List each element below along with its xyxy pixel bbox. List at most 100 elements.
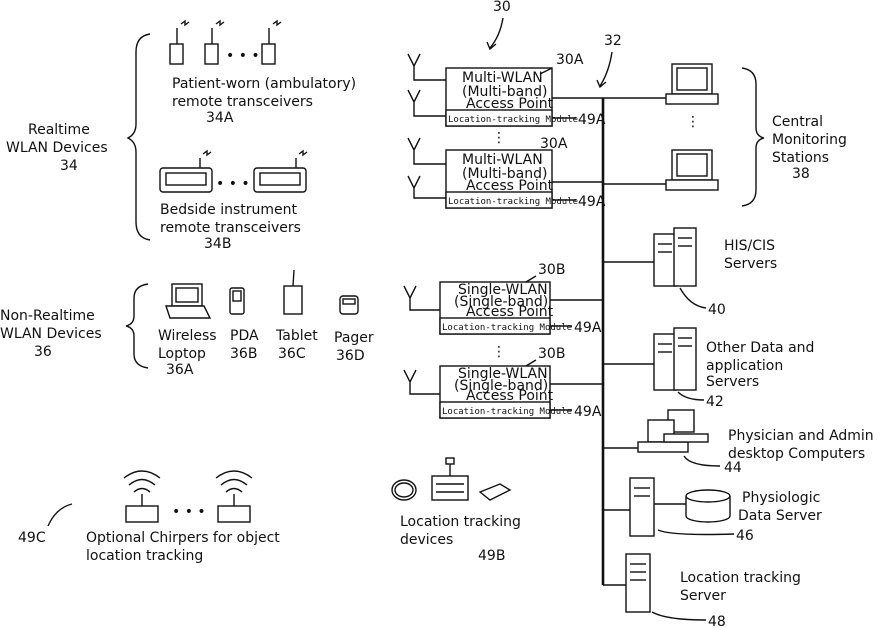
- cms-brace: [742, 68, 764, 206]
- nonrt-label-2: WLAN Devices: [0, 326, 102, 342]
- bedside-label-2: remote transceivers: [160, 220, 301, 236]
- chirper-label-1: Optional Chirpers for object: [86, 530, 280, 546]
- lts-ref-leader: [652, 612, 706, 620]
- chirper-right: [216, 471, 252, 522]
- access-point-single-2: Single-WLAN (Single-band) Access Point L…: [404, 366, 572, 418]
- ellipsis: • • •: [216, 176, 250, 192]
- lts-label-2: Server: [680, 588, 726, 604]
- ellipsis: • • •: [226, 48, 260, 64]
- ref-32-leader: [600, 52, 612, 86]
- nonrt-ref: 36: [34, 344, 52, 360]
- phys-ref-leader: [684, 456, 720, 466]
- other-label-2: application: [706, 358, 783, 374]
- module-ref: 49A: [574, 320, 602, 336]
- location-tracking-module: Location-tracking Module: [448, 115, 578, 125]
- ap-title-3: Access Point: [466, 178, 554, 194]
- realtime-ref: 34: [60, 158, 78, 174]
- location-tracking-module: Location-tracking Module: [448, 197, 578, 207]
- ref-30-leader: [490, 18, 503, 48]
- loc-dev-label-1: Location tracking: [400, 514, 521, 530]
- his-ref: 40: [708, 302, 726, 318]
- bedside-ref: 34B: [204, 236, 231, 252]
- ap-title-3: Access Point: [466, 96, 554, 112]
- loc-dev-label-2: devices: [400, 532, 453, 548]
- ap-ref-30a: 30A: [556, 52, 584, 68]
- nonrt-brace: [126, 284, 148, 368]
- desktop-computers-icon: [638, 410, 708, 452]
- module-ref: 49A: [574, 404, 602, 420]
- location-tracking-module: Location-tracking Module: [442, 323, 572, 333]
- location-tracking-module: Location-tracking Module: [442, 407, 572, 417]
- module-ref: 49A: [578, 194, 606, 210]
- his-ref-leader: [680, 288, 706, 308]
- nonrt-label-1: Non-Realtime: [0, 308, 95, 324]
- tablet-icon: [284, 270, 302, 314]
- lts-label-1: Location tracking: [680, 570, 801, 586]
- transceiver-icon: [262, 44, 275, 64]
- pda-label: PDA: [230, 328, 259, 344]
- transceiver-icon: [205, 44, 218, 64]
- other-label-3: Servers: [706, 374, 759, 390]
- his-server-icon: [654, 228, 696, 286]
- physio-label-1: Physiologic: [742, 490, 820, 506]
- phys-label-2: desktop Computers: [728, 446, 865, 462]
- bedside-transceivers: • • •: [160, 151, 307, 192]
- other-ref: 42: [706, 394, 724, 410]
- realtime-label-2: WLAN Devices: [6, 140, 108, 156]
- ref-30: 30: [493, 0, 511, 15]
- phys-label-1: Physician and Admin: [728, 428, 874, 444]
- patient-label-2: remote transceivers: [172, 94, 313, 110]
- realtime-label-1: Realtime: [28, 122, 90, 138]
- bedside-label-1: Bedside instrument: [160, 202, 298, 218]
- cms-label-1: Central: [772, 114, 823, 130]
- location-server-icon: [626, 554, 650, 612]
- his-label-1: HIS/CIS: [724, 238, 775, 254]
- other-ref-leader: [678, 392, 704, 400]
- bedside-monitor-icon: [160, 168, 212, 192]
- physio-ref: 46: [736, 528, 754, 544]
- patient-transceivers: • • •: [170, 21, 281, 64]
- module-ref: 49A: [578, 112, 606, 128]
- ap-ref-30b: 30B: [538, 346, 565, 362]
- cms-ellipsis-vertical: ⋮: [686, 114, 700, 130]
- patient-ref: 34A: [206, 110, 234, 126]
- pda-ref: 36B: [230, 346, 257, 362]
- access-point-single-1: Single-WLAN (Single-band) Access Point L…: [404, 282, 572, 334]
- realtime-brace: [128, 34, 150, 240]
- laptop-label-1: Wireless: [158, 328, 217, 344]
- tablet-ref: 36C: [278, 346, 306, 362]
- ref-32: 32: [604, 33, 622, 49]
- database-cylinder-icon: [686, 490, 730, 522]
- pager-label: Pager: [334, 330, 374, 346]
- access-point-multi-1: Multi-WLAN (Multi-band) Access Point Loc…: [408, 54, 578, 126]
- tablet-label: Tablet: [275, 328, 318, 344]
- his-label-2: Servers: [724, 256, 777, 272]
- monitoring-station-2: [666, 150, 718, 190]
- chirper-left: [124, 471, 160, 522]
- ap-title-3: Access Point: [466, 388, 554, 404]
- other-server-icon: [654, 328, 696, 390]
- pda-icon: [230, 288, 244, 314]
- laptop-label-2: Loptop: [158, 346, 206, 362]
- ap-title-3: Access Point: [466, 304, 554, 320]
- phys-ref: 44: [724, 460, 742, 476]
- ellipsis: • • •: [172, 504, 206, 520]
- cms-label-2: Monitoring: [772, 132, 847, 148]
- ap-ref-30b: 30B: [538, 262, 565, 278]
- laptop-icon: [166, 284, 210, 318]
- ap-ellipsis-vertical: ⋮: [492, 344, 506, 360]
- patient-label-1: Patient-worn (ambulatory): [172, 76, 356, 92]
- cms-ref: 38: [792, 166, 810, 182]
- physio-ref-leader: [658, 530, 734, 535]
- pager-ref: 36D: [336, 348, 365, 364]
- other-label-1: Other Data and: [706, 340, 814, 356]
- cms-label-3: Stations: [772, 150, 829, 166]
- physio-server-icon: [630, 478, 686, 536]
- ap-ellipsis-vertical: ⋮: [492, 130, 506, 146]
- transceiver-icon: [170, 44, 183, 64]
- chirper-label-2: location tracking: [86, 548, 203, 564]
- ap-ref-30a: 30A: [540, 136, 568, 152]
- chirper-ref: 49C: [18, 530, 46, 546]
- chirper-ref-leader: [48, 504, 72, 526]
